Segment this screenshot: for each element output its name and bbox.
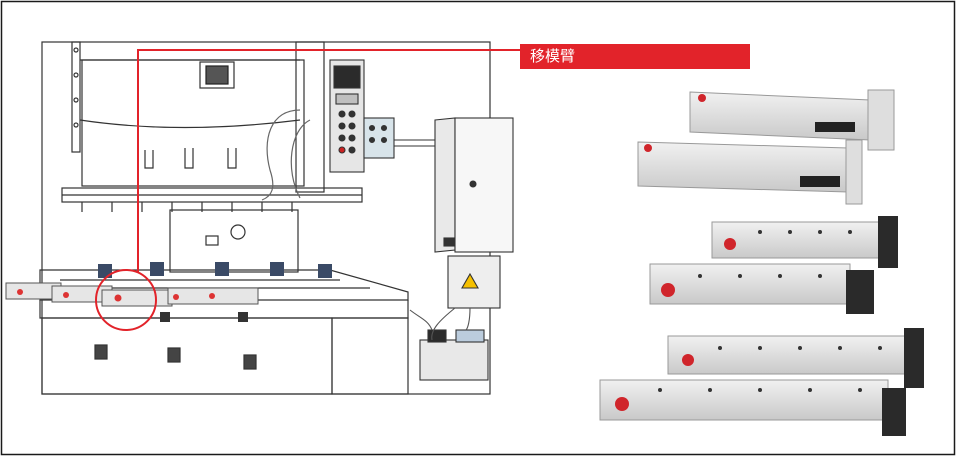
- transfer-arm-3: [711, 216, 898, 268]
- machine-transfer-arms: [5, 262, 332, 322]
- transfer-arm-1: [689, 89, 895, 151]
- transfer-arm-photos: [599, 89, 924, 436]
- transfer-arm-2: [637, 139, 863, 205]
- transfer-arm-5: [667, 328, 924, 388]
- callout-leader: [95, 49, 520, 331]
- control-panel: [329, 59, 395, 173]
- callout-label: 移模臂: [520, 44, 750, 69]
- transfer-arm-6: [599, 379, 906, 436]
- electrical-cabinet: [394, 117, 514, 381]
- transfer-arm-4: [649, 263, 874, 314]
- press-machine: [39, 41, 491, 395]
